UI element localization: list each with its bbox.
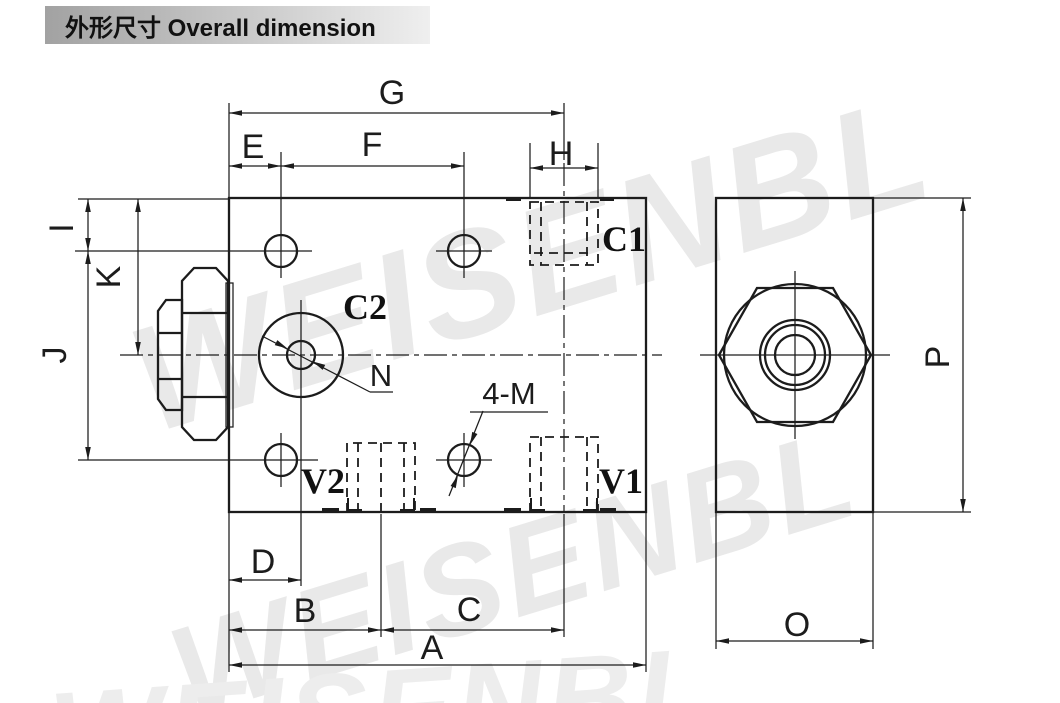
extension-lines-side [715, 197, 971, 649]
dim-label-k: K [90, 265, 128, 288]
section-header: 外形尺寸 Overall dimension [45, 6, 430, 44]
dim-label-c: C [457, 591, 482, 629]
dim-label-i: I [43, 223, 81, 232]
v1-port-dashed [529, 436, 599, 512]
dim-label-b: B [294, 592, 317, 630]
dim-label-e: E [242, 128, 265, 166]
extension-lines-front [75, 103, 647, 672]
hex-plug-side-profile [156, 266, 234, 442]
dim-label-o: O [784, 606, 810, 644]
port-label-v2: V2 [301, 461, 345, 501]
port-label-c1: C1 [602, 219, 646, 259]
leader-label-n: N [370, 358, 392, 393]
spot-face-ticks [322, 197, 616, 512]
leader-label-4m: 4-M [482, 376, 535, 411]
dim-label-g: G [379, 74, 405, 112]
port-label-v1: V1 [599, 461, 643, 501]
dim-label-p: P [919, 346, 957, 369]
n-leader [261, 335, 393, 393]
port-label-c2: C2 [343, 287, 387, 327]
section-title: 外形尺寸 Overall dimension [65, 14, 376, 42]
dimension-lines-front [85, 110, 646, 668]
c1-port-dashed [529, 201, 599, 266]
v2-port-dashed [346, 442, 416, 512]
dim-label-j: J [36, 347, 74, 364]
dim-label-h: H [549, 135, 574, 173]
dim-label-d: D [251, 543, 276, 581]
dim-label-a: A [421, 629, 444, 667]
dim-label-f: F [362, 126, 383, 164]
dimension-lines-side [716, 198, 966, 644]
center-lines-front [120, 163, 662, 513]
four-m-leader [448, 410, 548, 497]
center-lines-side [700, 271, 890, 439]
